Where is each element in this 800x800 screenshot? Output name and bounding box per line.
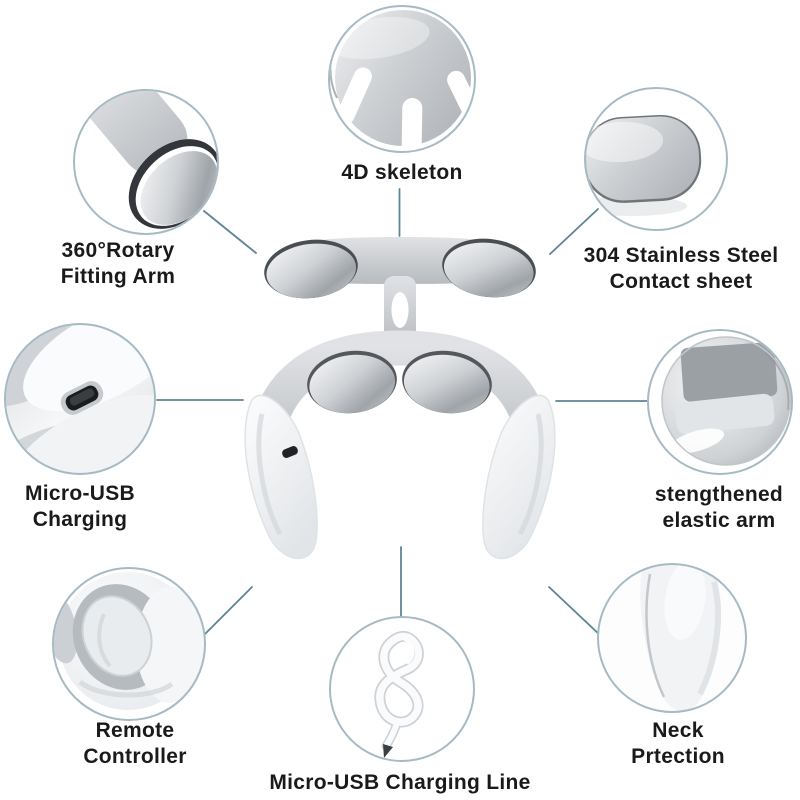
label-line: Neck: [652, 719, 704, 742]
leader-line-neck-protection: [548, 586, 602, 637]
product-usb-port: [282, 446, 298, 458]
label-line: 304 Stainless Steel: [583, 244, 779, 267]
label-line: 360°Rotary: [61, 239, 175, 262]
callout-circle-neck-protection: [597, 563, 747, 713]
4d-skeleton-photo: [330, 10, 474, 151]
leader-line-contact-sheet: [549, 208, 599, 255]
callout-label-elastic-arm: stengthened elastic arm: [655, 482, 783, 534]
charging-cable-photo: [374, 630, 424, 758]
callout-label-remote-controller: Remote Controller: [83, 718, 186, 770]
white-pad-right: [482, 394, 556, 560]
label-line: Prtection: [631, 745, 725, 768]
callout-circle-elastic-arm: [647, 329, 793, 475]
massage-pad-top-left: [264, 239, 358, 299]
callout-label-neck-protection: Neck Prtection: [631, 718, 725, 770]
white-pad-left: [244, 394, 318, 560]
white-pad-right-crease: [517, 413, 544, 536]
label-line: Controller: [83, 745, 187, 768]
elastic-arm-photo: [661, 336, 791, 466]
leader-lines: [156, 188, 648, 637]
label-line: Contact sheet: [609, 270, 753, 293]
callout-label-contact-sheet: 304 Stainless Steel Contact sheet: [584, 243, 779, 295]
callout-circle-remote-controller: [52, 567, 206, 721]
callout-label-4d-skeleton: 4D skeleton: [341, 160, 462, 186]
label-line: 4D skeleton: [341, 161, 463, 184]
callout-label-charging-cable: Micro-USB Charging Line: [269, 770, 530, 796]
neck-protection-photo: [599, 565, 745, 711]
label-line: Charging: [32, 508, 128, 531]
label-line: Fitting Arm: [60, 265, 176, 288]
product-neck-band: [248, 330, 552, 484]
leader-line-rotary-arm: [203, 210, 257, 254]
callout-circle-contact-sheet: [584, 87, 728, 231]
label-line: stengthened: [654, 483, 784, 506]
label-line: Micro-USB Charging Line: [269, 771, 531, 794]
massage-pad-top-right: [442, 238, 536, 298]
label-line: elastic arm: [662, 509, 776, 532]
callout-circle-rotary-arm: [73, 89, 219, 235]
callout-circle-4d-skeleton: [328, 5, 476, 153]
label-line: Micro-USB: [24, 482, 136, 505]
callout-label-usb-charging: Micro-USB Charging: [25, 481, 135, 533]
massage-pad-mid-left: [307, 350, 397, 414]
product-stem-hole: [391, 292, 409, 328]
rotary-arm-photo: [84, 91, 217, 229]
contact-sheet-photo: [586, 114, 702, 216]
white-pad-left-crease: [256, 413, 283, 536]
leader-line-remote: [204, 586, 253, 635]
massage-pad-mid-right: [402, 350, 492, 414]
label-line: Remote: [95, 719, 175, 742]
remote-controller-photo: [54, 572, 204, 710]
callout-label-rotary-arm: 360°Rotary Fitting Arm: [61, 238, 176, 290]
neck-massager-product: [244, 237, 556, 560]
callout-circle-charging-cable: [329, 616, 475, 762]
